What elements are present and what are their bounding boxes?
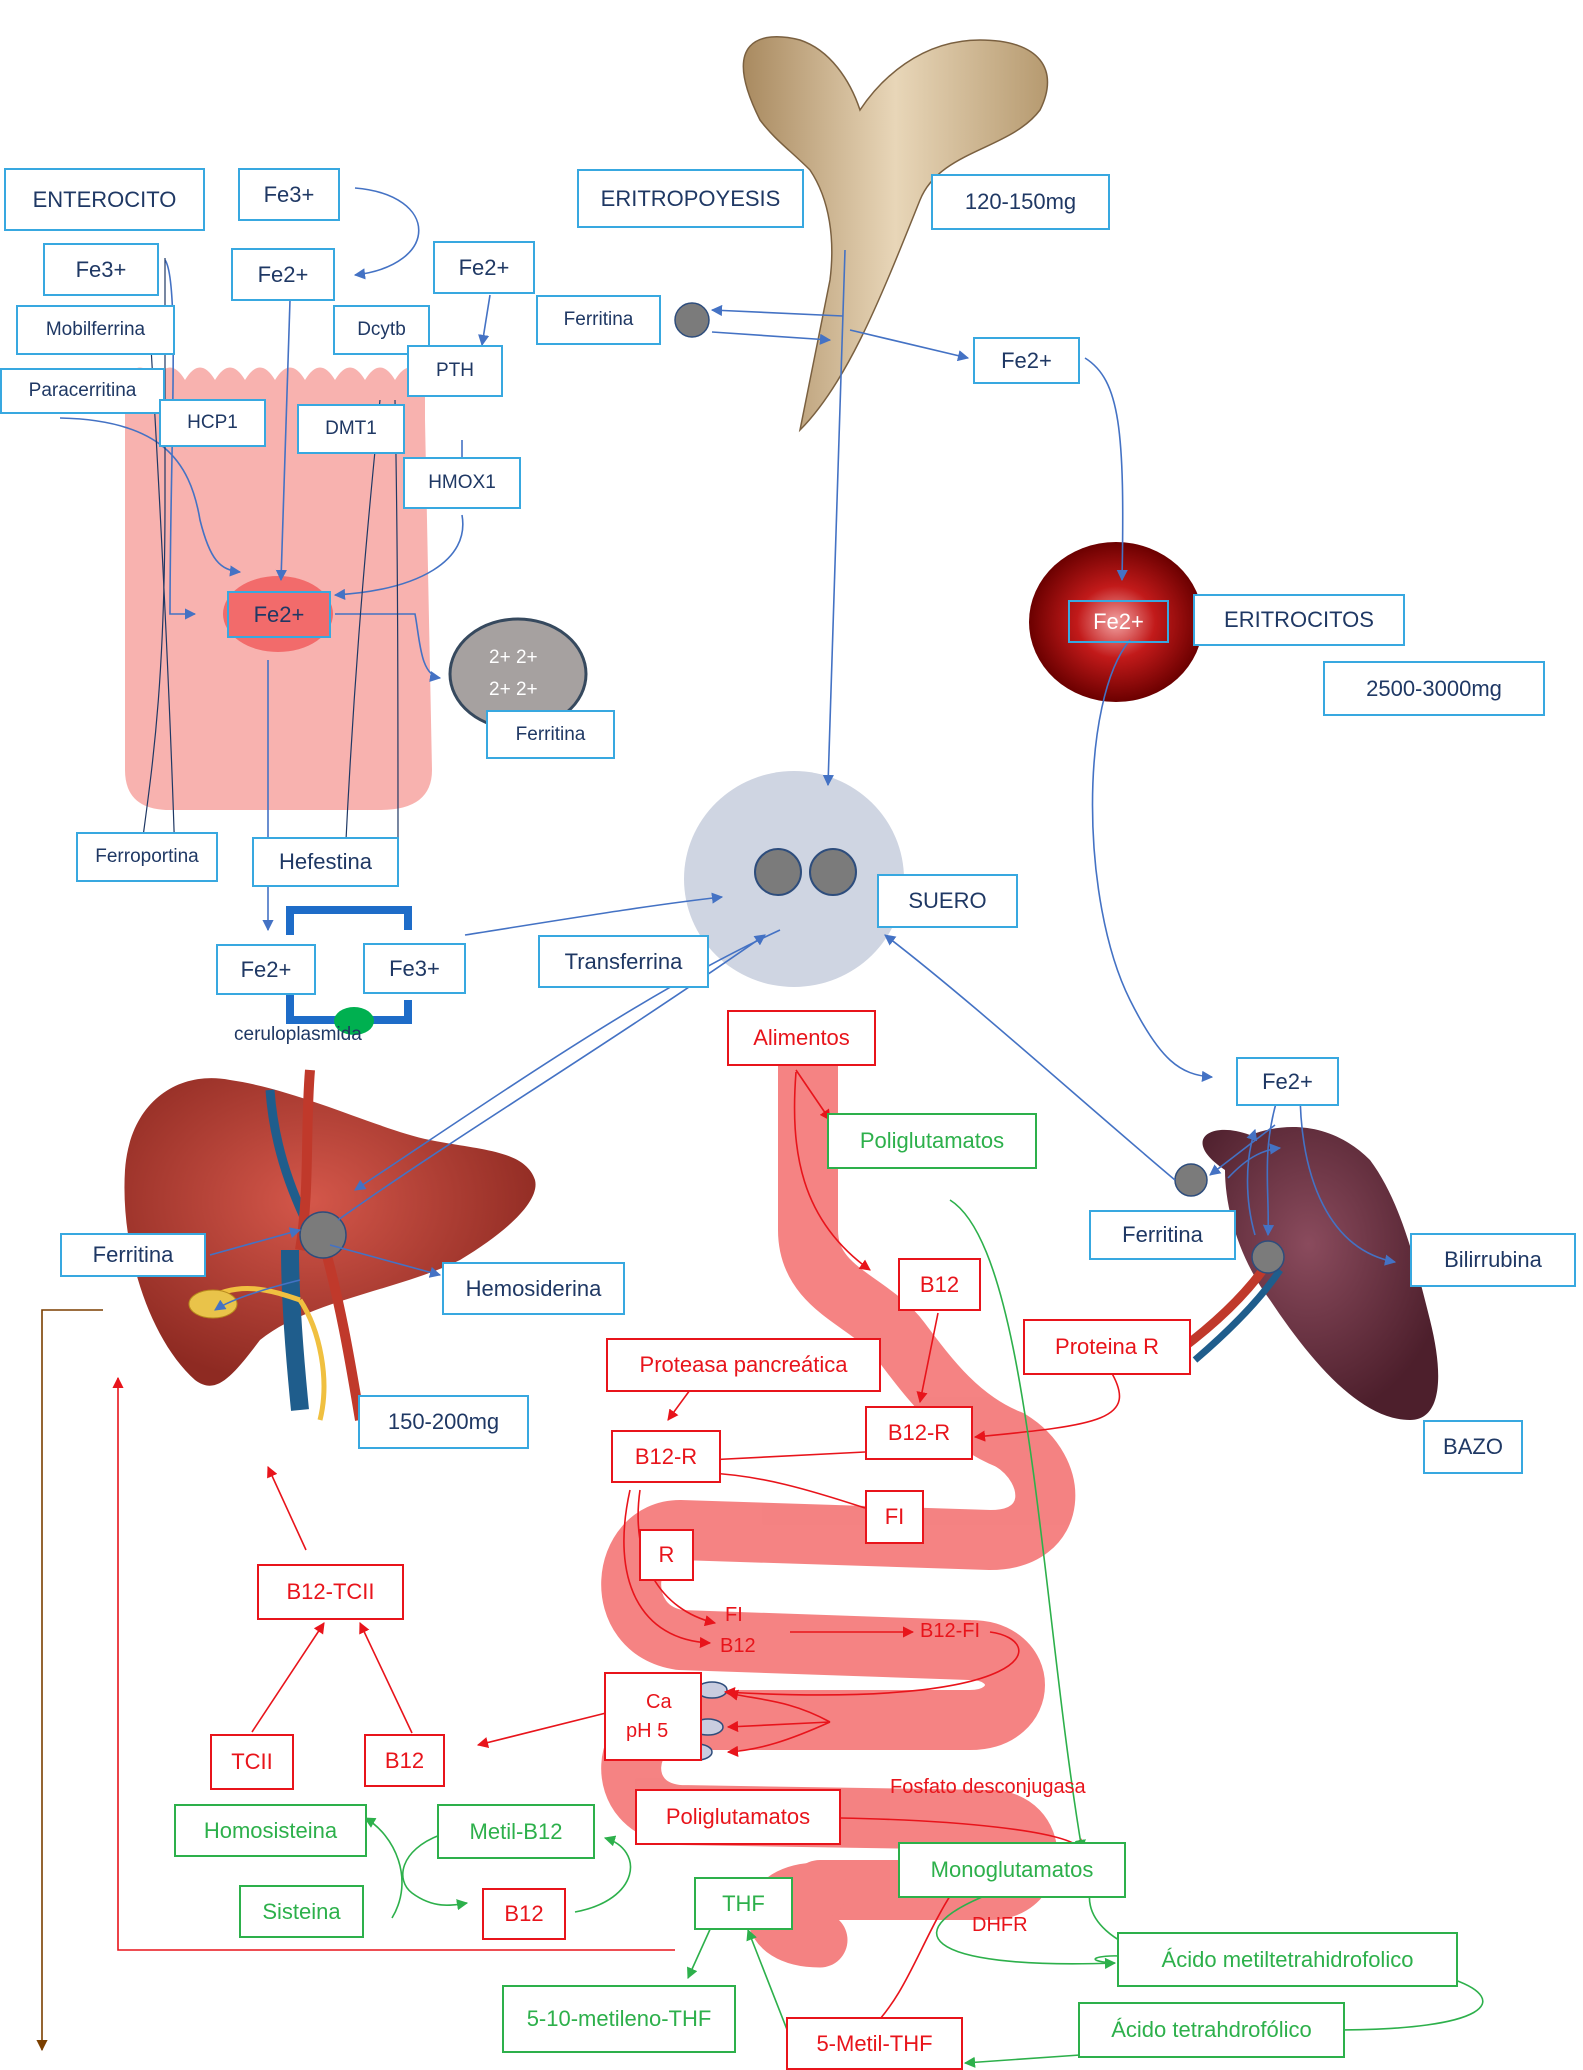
pth-label: PTH (407, 345, 503, 397)
dhfr-label: DHFR (972, 1914, 1028, 1937)
fe2-top-label: Fe2+ (231, 248, 335, 301)
ferritina-spleen-label: Ferritina (1089, 1210, 1236, 1260)
ferritin-core-bottom: 2+ 2+ (489, 679, 538, 701)
mg-150-label: 150-200mg (358, 1395, 529, 1449)
ca-label: Ca (646, 1691, 672, 1714)
b12-cycle-label: B12 (482, 1888, 566, 1940)
fi-box-label: FI (865, 1490, 924, 1544)
hefestina-label: Hefestina (252, 837, 399, 887)
metil-thf-label: 5-Metil-THF (786, 2017, 963, 2070)
b12-low-label: B12 (364, 1734, 445, 1787)
ferritina-cell-label: Ferritina (486, 710, 615, 759)
poliglutamatos-top-label: Poliglutamatos (827, 1113, 1037, 1169)
fe3-left-label: Fe3+ (43, 243, 159, 296)
fe2-spleen-label: Fe2+ (1236, 1057, 1339, 1106)
ferroportina-label: Ferroportina (76, 832, 218, 882)
serum-icon (684, 771, 904, 987)
dmt1-label: DMT1 (297, 404, 405, 454)
b12-stomach-label: B12 (898, 1258, 981, 1311)
ca-ph-box: Ca pH 5 (604, 1672, 702, 1761)
fe2-bottom-label: Fe2+ (216, 944, 316, 995)
b12r-left-label: B12-R (611, 1430, 721, 1483)
eritrocitos-label: ERITROCITOS (1193, 594, 1405, 646)
r-box-label: R (639, 1529, 694, 1581)
metileno-thf-label: 5-10-metileno-THF (502, 1985, 736, 2053)
hmox1-label: HMOX1 (403, 457, 521, 509)
metil-b12-label: Metil-B12 (437, 1804, 595, 1859)
monoglutamatos-label: Monoglutamatos (898, 1842, 1126, 1898)
mobilferrina-label: Mobilferrina (16, 305, 175, 355)
ph5-label: pH 5 (626, 1720, 668, 1743)
ceruloplasmida-label: ceruloplasmida (234, 1024, 362, 1046)
fe2-cell-label: Fe2+ (227, 591, 331, 638)
bazo-label: BAZO (1423, 1420, 1523, 1474)
b12-text: B12 (720, 1635, 756, 1658)
b12fi-text: B12-FI (920, 1620, 980, 1643)
enterocito-label: ENTEROCITO (4, 168, 205, 231)
transferrina-label: Transferrina (538, 935, 709, 988)
fe2-bone-label: Fe2+ (973, 337, 1080, 384)
fe3-bottom-label: Fe3+ (363, 943, 466, 994)
eritropoyesis-label: ERITROPOYESIS (577, 169, 804, 228)
alimentos-label: Alimentos (727, 1010, 876, 1066)
b12r-right-label: B12-R (865, 1406, 973, 1460)
proteasa-label: Proteasa pancreática (606, 1338, 881, 1392)
hemosiderina-label: Hemosiderina (442, 1262, 625, 1315)
fe2-right-top-label: Fe2+ (433, 241, 535, 294)
thf-label: THF (694, 1877, 793, 1930)
acido-tetra-label: Ácido tetrahdrofólico (1078, 2002, 1345, 2058)
fe3-top-label: Fe3+ (238, 168, 340, 221)
sisteina-label: Sisteina (239, 1885, 364, 1938)
bilirrubina-label: Bilirrubina (1410, 1233, 1576, 1287)
suero-label: SUERO (877, 874, 1018, 928)
acido-metil-label: Ácido metiltetrahidrofolico (1117, 1932, 1458, 1987)
b12tcii-label: B12-TCII (257, 1564, 404, 1620)
poliglutamatos-low-label: Poliglutamatos (635, 1789, 841, 1845)
homosisteina-label: Homosisteina (174, 1804, 367, 1857)
fosfato-label: Fosfato desconjugasa (890, 1776, 1086, 1799)
fe2-rbc-label: Fe2+ (1068, 600, 1169, 643)
hcp1-label: HCP1 (159, 399, 266, 447)
ferritina-bone-label: Ferritina (536, 295, 661, 345)
paracerritina-label: Paracerritina (0, 368, 165, 414)
ferritin-core-top: 2+ 2+ (489, 647, 538, 669)
ferritina-liver-label: Ferritina (60, 1233, 206, 1277)
tcii-label: TCII (210, 1734, 294, 1790)
proteina-r-label: Proteina R (1023, 1319, 1191, 1375)
fi-text: FI (725, 1604, 743, 1627)
mg-2500-label: 2500-3000mg (1323, 661, 1545, 716)
mg-120-label: 120-150mg (931, 174, 1110, 230)
